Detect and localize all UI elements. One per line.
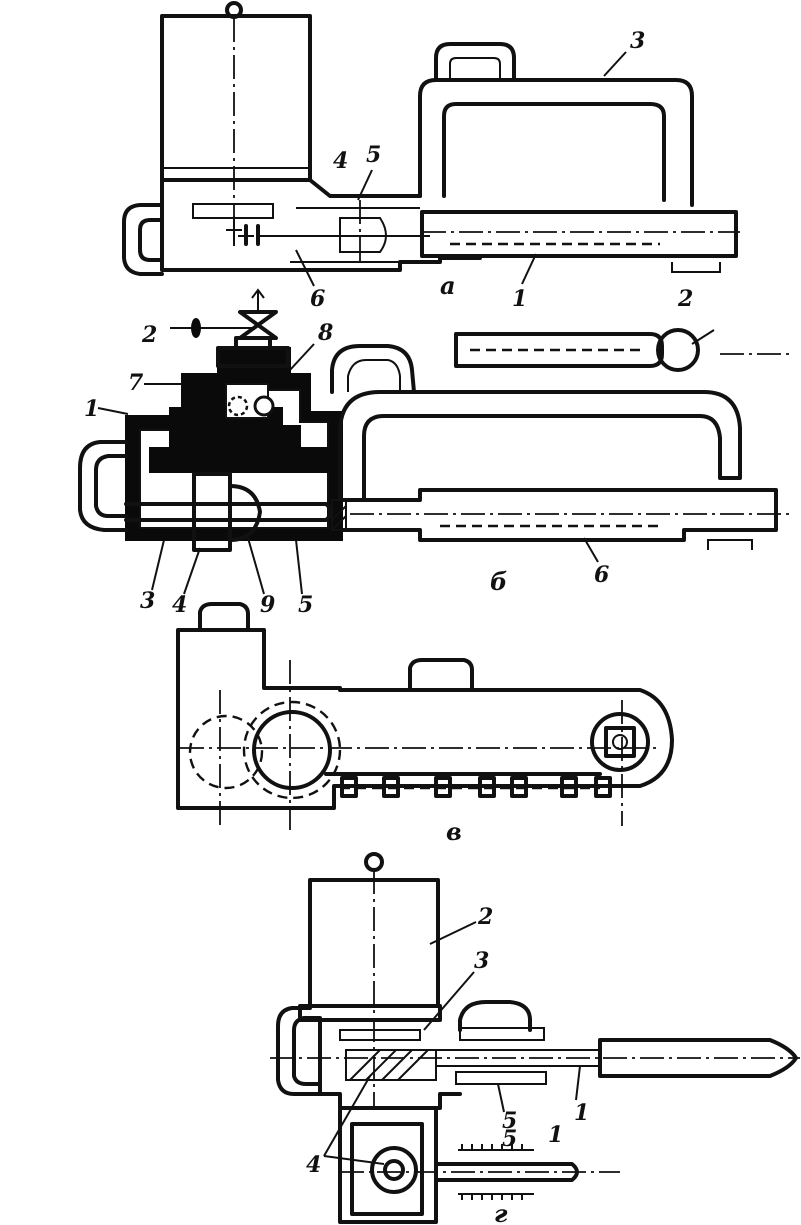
label-1: 1 [574,1100,589,1126]
label-1: 1 [512,286,527,312]
chain-bar [420,210,738,258]
label-2: 2 [141,322,157,348]
label-5: 5 [366,142,381,168]
label-3: 3 [630,28,645,54]
label-6: 6 [310,286,325,312]
saw-body [176,628,674,810]
label-4: 4 [333,148,348,174]
label-5: 5 [502,1108,517,1134]
label-4: 4 [172,592,187,618]
label-3: 3 [140,588,155,614]
label-1b: 1 [548,1122,563,1148]
detached-bar [454,328,790,372]
panel-b: 2 1 7 8 3 4 9 5 6 б [78,288,790,618]
motor-ring [225,1,243,19]
caption-b: б [490,567,507,596]
caption-a: а [440,271,456,300]
label-7: 7 [128,370,144,396]
label-9: 9 [260,592,275,618]
rear-handle [122,203,164,276]
label-8: 8 [317,320,333,346]
label-5b: 5 [502,1126,517,1152]
panel-a: 3 4 5 6 1 2 а [122,1,740,312]
label-3: 3 [474,948,489,974]
label-2: 2 [677,286,693,312]
caption-g: г [494,1199,508,1225]
label-5: 5 [298,592,313,618]
chain-teeth [340,776,612,798]
caption-v: в [446,817,462,846]
motor-housing [160,14,312,182]
panel-g: 2 3 5 1 4 5 1 г [270,852,800,1225]
label-1: 1 [84,396,99,422]
label-2: 2 [477,904,493,930]
panel-v: в [176,602,674,846]
label-4: 4 [306,1152,321,1178]
top-handle [418,78,694,207]
label-6: 6 [594,562,609,588]
